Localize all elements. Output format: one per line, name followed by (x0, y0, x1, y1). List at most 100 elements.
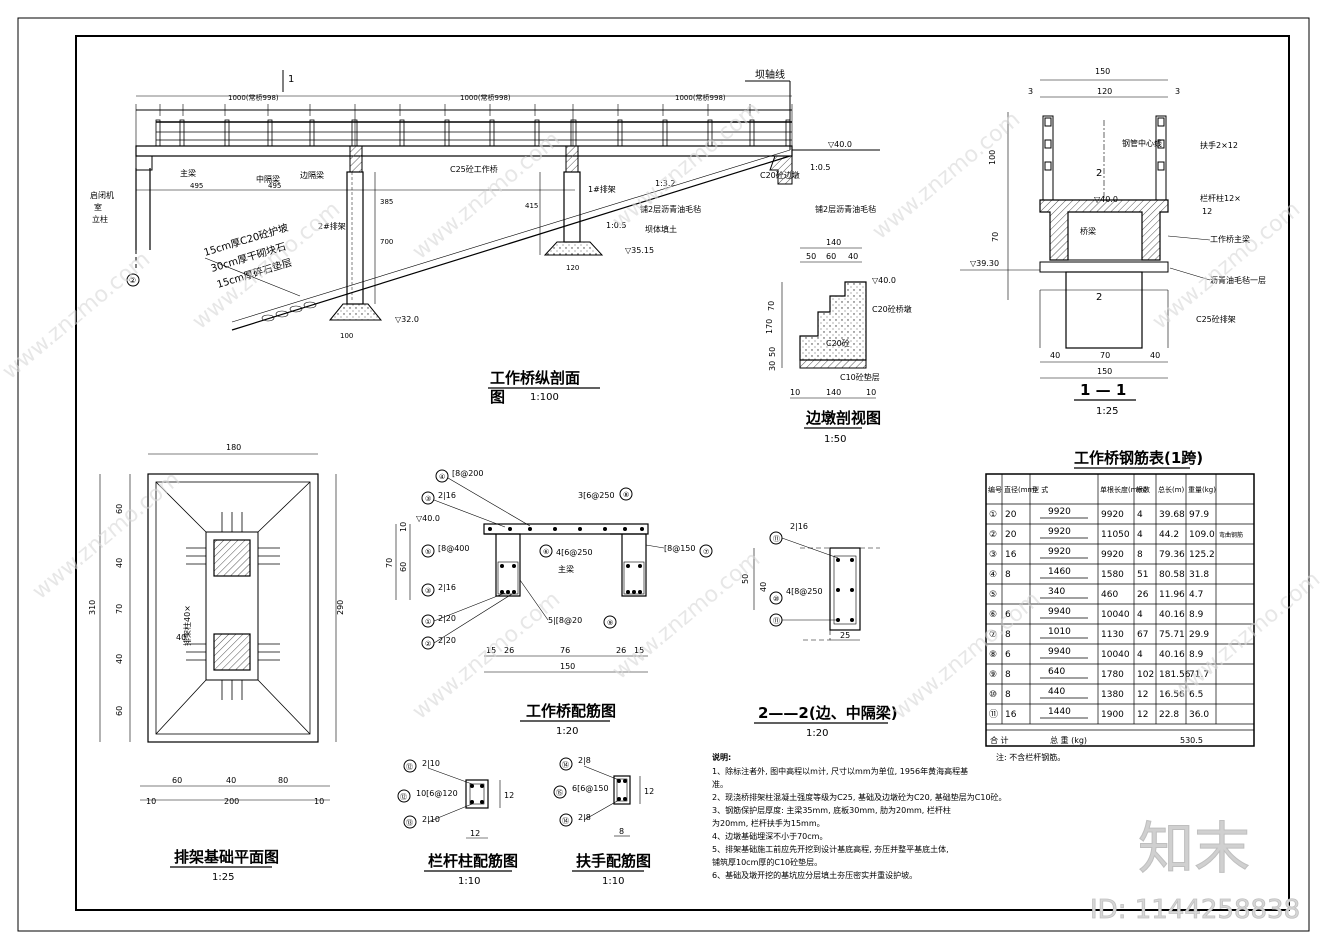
rebar-table: 工作桥钢筋表(1跨) 编号直径(mm)型 式单根长度(mm)根数总长(m)重量(… (985, 449, 1255, 762)
s11-post-12: 12 (1202, 207, 1212, 216)
s11-dim-120: 120 (1097, 87, 1112, 96)
rebar-cell-2-0: ③ (989, 550, 997, 560)
abut-bottom-10a: 10 (790, 388, 800, 397)
slope-riprap (261, 301, 317, 322)
rail-tag-1: 2|10 (422, 759, 440, 768)
dim-100-a: 100 (340, 332, 353, 340)
slope-label-3: 1:0.5 (810, 163, 831, 172)
rebar-cell-4-0: ⑤ (989, 590, 997, 600)
rebar-tag-3b: 2|16 (438, 583, 456, 592)
rebar-cell-3-0: ④ (989, 570, 997, 580)
s22-dim-40: 40 (759, 582, 768, 592)
s22-dim-50: 50 (741, 574, 750, 584)
s22-tag-top: 2|16 (790, 522, 808, 531)
abut-title: 边墩剖视图 (805, 409, 881, 427)
dim-495-a: 495 (190, 182, 203, 190)
watermark-tile-0: www.znzmo.com (0, 247, 155, 385)
rail-tag-2: 10[6@120 (416, 789, 458, 798)
rebar-dim-150: 150 (560, 662, 575, 671)
svg-text:⑩: ⑩ (773, 595, 779, 603)
bent-2-label: 2#排架 (318, 221, 346, 231)
rebar-cell-6-0: ⑦ (989, 630, 997, 640)
abutment-section: 140 50 60 40 C20砼桥墩 C20砼 C10砼垫层 ▽40.0 70… (765, 238, 912, 445)
rebar-cell-1-4: 4 (1137, 530, 1143, 540)
s22-title: 2——2(边、中隔梁) (758, 704, 898, 722)
dim-120: 120 (566, 264, 579, 272)
rebar-header-6: 重量(kg) (1188, 486, 1216, 494)
rebar-cell-7-6: 8.9 (1189, 650, 1204, 660)
asphalt-label-2: 铺2层沥青油毛毡 (815, 204, 876, 214)
svg-text:⑫: ⑫ (400, 793, 407, 801)
s11-sec2-top: 2 (1096, 168, 1102, 179)
plan-bottom-10b: 10 (314, 797, 324, 806)
rebar-cell-9-6: 6.5 (1189, 690, 1203, 700)
handrail-dim-right: 12 (644, 787, 654, 796)
rebar-cell-10-1: 16 (1005, 710, 1017, 720)
s11-handrail: 扶手2×12 (1200, 140, 1238, 150)
rebar-cell-1-5: 44.2 (1159, 530, 1179, 540)
rebar-cell-6-4: 67 (1137, 630, 1148, 640)
plan-dim-top: 180 (226, 443, 241, 452)
rebar-cell-3-4: 51 (1137, 570, 1148, 580)
note-line-3: 3、钢筋保护层厚度: 主梁35mm, 底板30mm, 肋为20mm, 栏杆柱 (712, 805, 951, 815)
notes-lines: 1、除标注者外, 图中高程以m计, 尺寸以mm为单位, 1956年黄海高程基准。… (712, 766, 1007, 880)
rebar-cell-8-1: 8 (1005, 670, 1011, 680)
svg-text:⑫: ⑫ (406, 763, 413, 771)
rebar-header-2: 型 式 (1032, 485, 1048, 494)
rebar-cell-6-2: 1010 (1048, 627, 1071, 637)
rebar-cell-1-0: ② (989, 530, 997, 540)
s11-left-100: 100 (988, 150, 997, 165)
rebar-cell-7-2: 9940 (1048, 647, 1071, 657)
rebar-cell-5-0: ⑥ (989, 610, 997, 620)
rebar-cell-4-4: 26 (1137, 590, 1149, 600)
rebar-cell-0-1: 20 (1005, 510, 1017, 520)
rebar-cell-8-6: 71.7 (1189, 670, 1209, 680)
rebar-dim-26b: 26 (616, 646, 626, 655)
rebar-cell-1-1: 20 (1005, 530, 1017, 540)
rebar-header-4: 根数 (1136, 485, 1150, 494)
s11-left-70: 70 (991, 232, 1000, 242)
rebar-cell-5-1: 6 (1005, 610, 1011, 620)
axis-bubble-2 (126, 273, 140, 287)
outer-frame (17, 17, 1310, 932)
s11-beam: 桥梁 (1080, 226, 1096, 236)
s22-scale: 1:20 (806, 728, 828, 739)
svg-text:⑥: ⑥ (543, 548, 549, 556)
svg-text:⑤: ⑤ (425, 548, 431, 556)
rebar-cell-3-2: 1460 (1048, 567, 1071, 577)
watermark-id: ID: 1144258838 (1090, 895, 1300, 925)
handrail-detail: ⑭ 2|8 ⑮ 6[6@150 ⑭ 2|8 12 8 扶手配筋图 1:10 (553, 756, 654, 887)
rebar-el-40: ▽40.0 (416, 514, 440, 523)
abut-scale: 1:50 (824, 434, 846, 445)
rebar-cell-4-6: 4.7 (1189, 590, 1203, 600)
rebar-cell-4-5: 11.96 (1159, 590, 1185, 600)
rebar-footnote: 注: 不含栏杆钢筋。 (996, 752, 1065, 762)
plan-left-60b: 60 (115, 706, 124, 716)
plan-left-60a: 60 (115, 504, 124, 514)
rebar-cell-6-6: 29.9 (1189, 630, 1209, 640)
plan-column-label-2: 40 (176, 633, 186, 642)
plan-dim-right: 290 (336, 600, 345, 615)
plan-column-label: 排架柱40× (182, 605, 192, 646)
rebar-cell-2-2: 9920 (1048, 547, 1071, 557)
dam-slope-line (231, 155, 791, 331)
rail-scale: 1:10 (458, 876, 480, 887)
rebar-cell-9-5: 16.56 (1159, 690, 1185, 700)
elevation-3515: ▽35.15 (625, 246, 654, 255)
axis-bubble-2-label: ② (129, 276, 136, 285)
rebar-total-label: 合 计 (990, 735, 1009, 745)
svg-text:⑭: ⑭ (562, 817, 569, 825)
rebar-cell-1-3: 11050 (1101, 530, 1130, 540)
rebar-cell-10-4: 12 (1137, 710, 1148, 720)
bent-1-column (563, 171, 581, 243)
svg-text:⑨: ⑨ (607, 619, 613, 627)
gate-pier-label-1: 启闭机 (90, 190, 114, 200)
rebar-cell-8-4: 102 (1137, 670, 1154, 680)
rebar-cell-0-4: 4 (1137, 510, 1143, 520)
rebar-main-beam: 主梁 (558, 564, 574, 574)
rebar-cell-7-1: 6 (1005, 650, 1011, 660)
deck-slab (135, 145, 793, 157)
handrail-dim-bottom: 8 (619, 827, 624, 836)
note-line-4: 为20mm, 栏杆扶手为15mm。 (712, 818, 825, 828)
